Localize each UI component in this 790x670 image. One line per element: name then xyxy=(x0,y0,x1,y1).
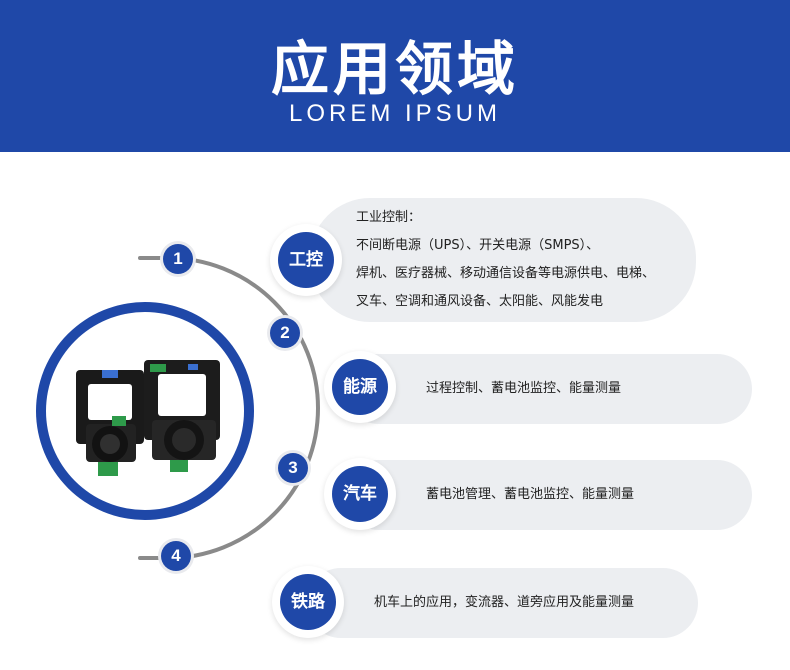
page-title: 应用领域 xyxy=(270,35,519,103)
product-image-frame xyxy=(36,302,254,520)
application-card-energy: 过程控制、蓄电池监控、能量测量 xyxy=(344,354,752,424)
desc-line: 不间断电源（UPS）、开关电源（SMPS）、 xyxy=(356,238,600,253)
application-desc-industrial-control: 工业控制： 不间断电源（UPS）、开关电源（SMPS）、 焊机、医疗器械、移动通… xyxy=(356,204,655,316)
badge-label: 铁路 xyxy=(280,574,336,630)
badge-automotive: 汽车 xyxy=(324,458,396,530)
application-desc-railway: 机车上的应用，变流器、道旁应用及能量测量 xyxy=(374,595,635,610)
page-subtitle: LOREM IPSUM xyxy=(288,100,502,127)
step-number-1: 1 xyxy=(163,244,193,274)
badge-energy: 能源 xyxy=(324,351,396,423)
application-card-automotive: 蓄电池管理、蓄电池监控、能量测量 xyxy=(344,460,752,530)
application-desc-energy: 过程控制、蓄电池监控、能量测量 xyxy=(426,381,622,396)
badge-label: 能源 xyxy=(332,359,388,415)
step-number-3: 3 xyxy=(278,453,308,483)
step-number-2: 2 xyxy=(270,318,300,348)
step-number-4: 4 xyxy=(161,541,191,571)
badge-label: 工控 xyxy=(278,232,334,288)
badge-railway: 铁路 xyxy=(272,566,344,638)
desc-line: 叉车、空调和通风设备、太阳能、风能发电 xyxy=(356,294,604,309)
current-sensor-icon xyxy=(76,360,220,476)
desc-line: 工业控制： xyxy=(356,210,422,225)
application-card-railway: 机车上的应用，变流器、道旁应用及能量测量 xyxy=(306,568,698,638)
current-sensor-product-image xyxy=(46,312,244,510)
application-desc-automotive: 蓄电池管理、蓄电池监控、能量测量 xyxy=(426,487,635,502)
badge-label: 汽车 xyxy=(332,466,388,522)
desc-line: 焊机、医疗器械、移动通信设备等电源供电、电梯、 xyxy=(356,266,656,281)
application-card-industrial-control: 工业控制： 不间断电源（UPS）、开关电源（SMPS）、 焊机、医疗器械、移动通… xyxy=(310,198,696,322)
header-banner: 应用领域 LOREM IPSUM xyxy=(0,0,790,152)
badge-industrial-control: 工控 xyxy=(270,224,342,296)
